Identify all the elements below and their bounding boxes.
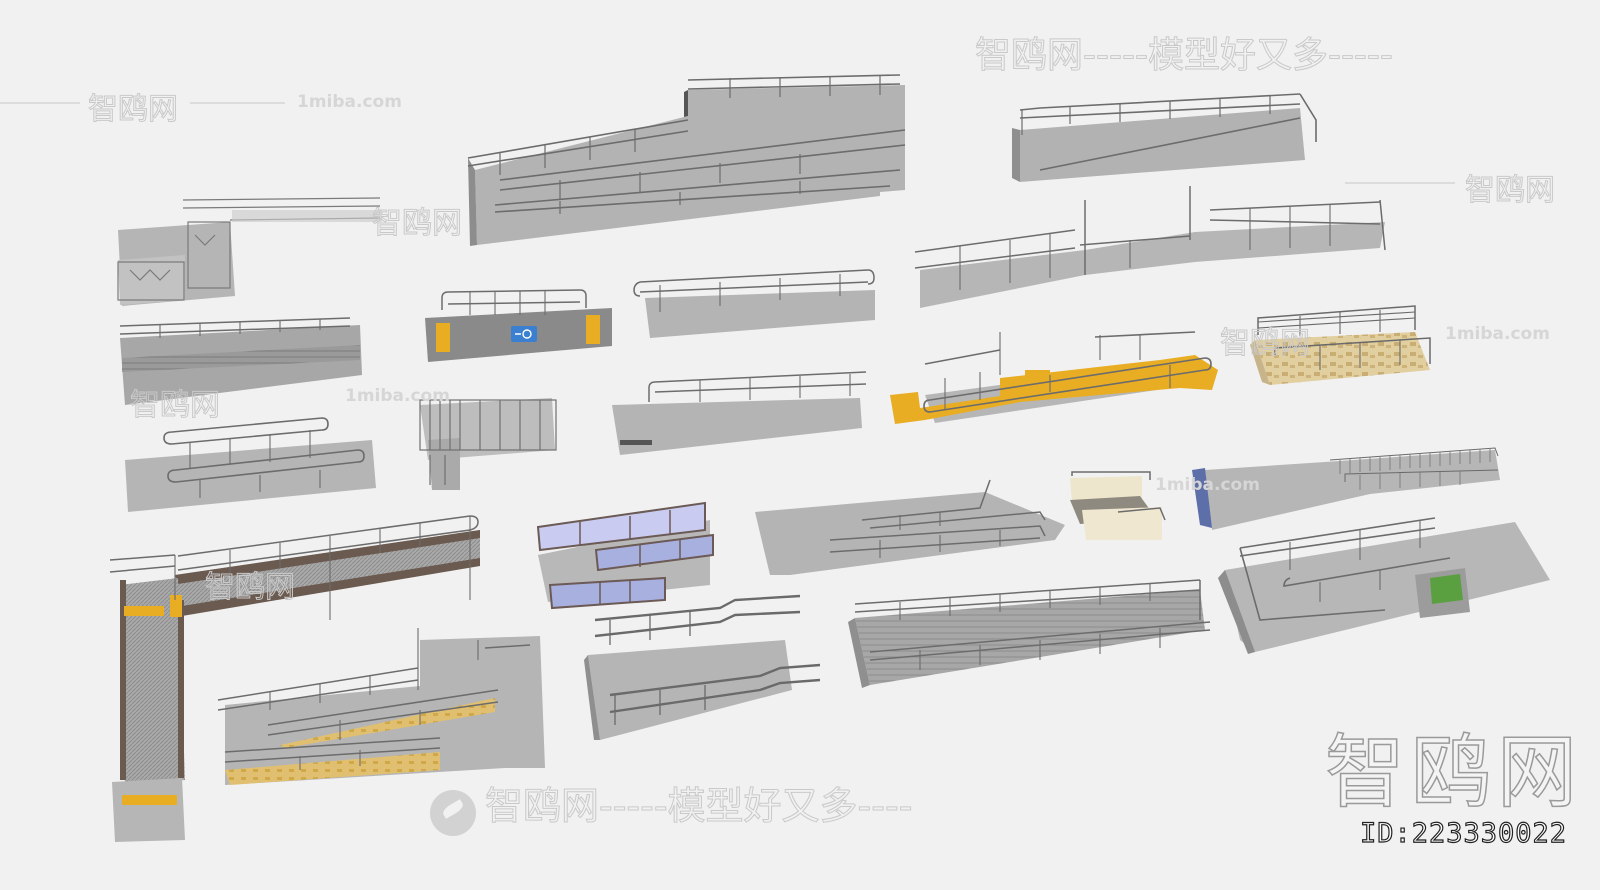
- model-looped-handrail-slab: [125, 417, 376, 512]
- model-single-handrail-ramp: [633, 269, 875, 338]
- model-double-rail-ramp: [584, 594, 821, 740]
- model-drain-ramp: [612, 371, 867, 455]
- model-picket-railing-ramp: [1192, 447, 1500, 530]
- model-wood-tread-switchback: [217, 628, 545, 785]
- model-long-balustrade-ramp: [848, 579, 1211, 688]
- model-ramp-with-accessibility-sign: [425, 289, 612, 362]
- model-l-shaped-mesh-ramp: [109, 515, 480, 842]
- watermark-url-right: 1miba.com: [1445, 324, 1550, 344]
- model-split-handrail-ramp: [755, 479, 1065, 575]
- model-stucco-wall-ramp: [1070, 471, 1166, 540]
- model-wooden-deck-ramp: [1250, 305, 1431, 385]
- model-grated-strip-ramp: [119, 317, 362, 405]
- model-glass-panel-ramp: [536, 501, 714, 610]
- model-gate-railing-ramp: [419, 398, 557, 490]
- model-tactile-paving-ramp: [890, 331, 1218, 424]
- brand-logo-large: 智鸥网: [1324, 725, 1583, 820]
- model-decorative-panel-ramp: [117, 197, 382, 306]
- model-planter-box-ramp: [1218, 517, 1550, 654]
- bird-logo-icon: [430, 790, 476, 836]
- watermark-url-mid: 1miba.com: [1155, 475, 1260, 495]
- watermark-url-left: 1miba.com: [345, 386, 450, 406]
- accessibility-sign-icon: [511, 326, 537, 342]
- model-switchback-ramp-large: [467, 74, 906, 246]
- watermark-url-tl: 1miba.com: [297, 92, 402, 112]
- model-id-label: ID:223330022: [1359, 817, 1568, 849]
- watermark-dash: [1345, 182, 1455, 184]
- watermark-dash: [0, 102, 80, 104]
- model-stepped-rail-ramp: [914, 186, 1386, 308]
- watermark-dash: [190, 102, 285, 104]
- model-straight-ramp: [1012, 93, 1317, 182]
